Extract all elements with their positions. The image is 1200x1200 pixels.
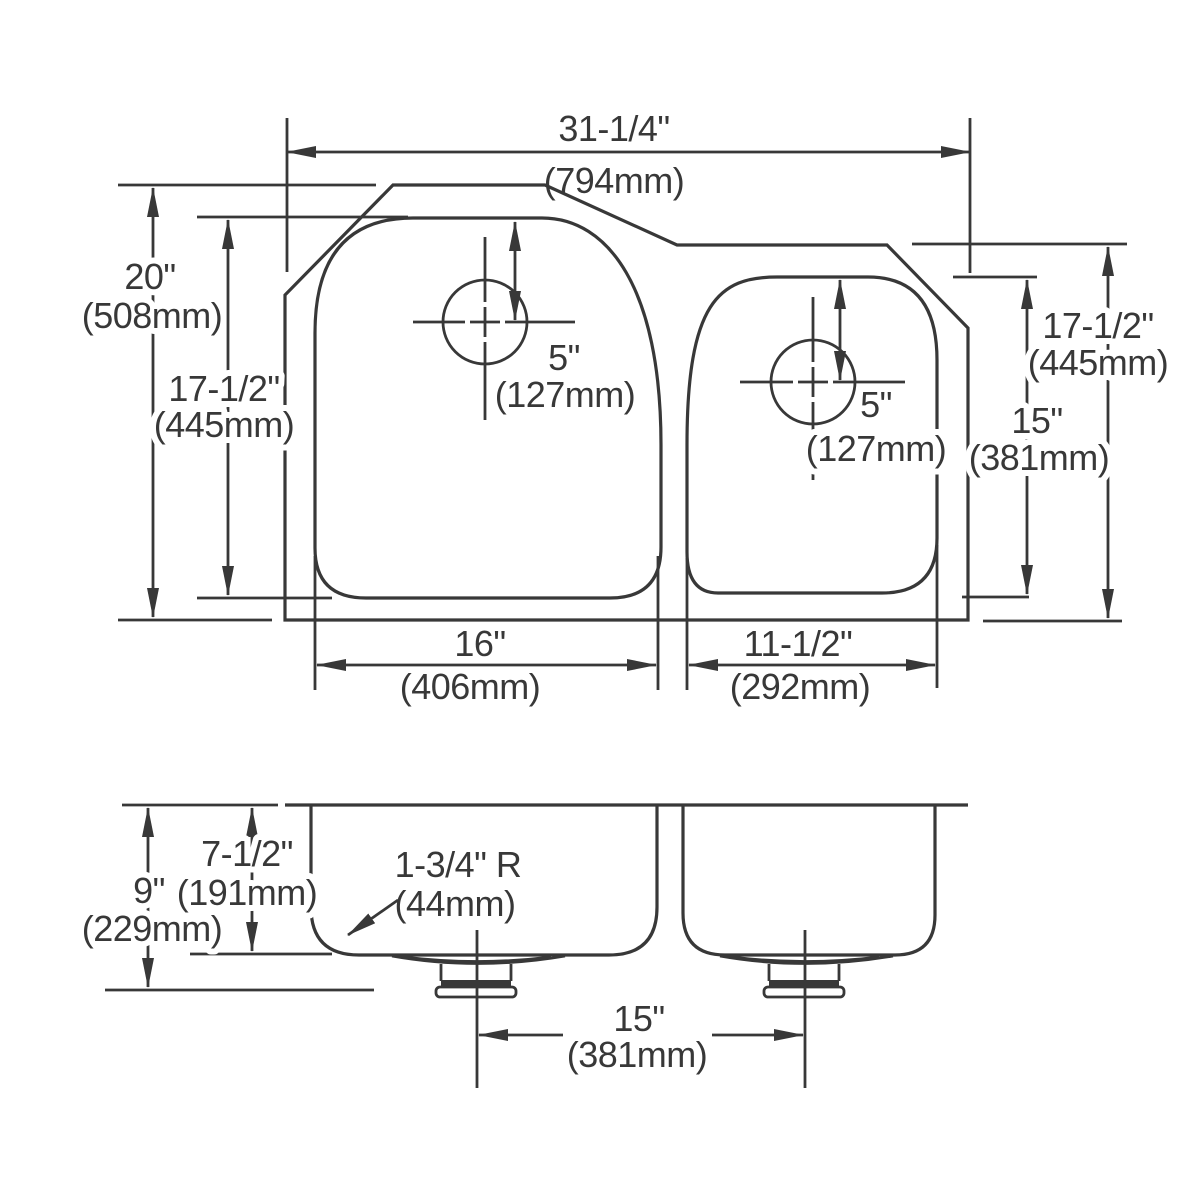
left-drain-fitting: [391, 954, 566, 999]
dim-bowl-depth-in: 7-1/2": [201, 833, 293, 874]
dim-left-drain-offset-in: 5": [548, 337, 580, 378]
side-view: 9" (229mm) 7-1/2" (191mm) 1-3/4" R (44mm…: [76, 803, 968, 1088]
dim-right-deck-front-to-back-mm: (445mm): [1028, 342, 1169, 383]
dim-bottom-radius-mm: (44mm): [395, 883, 516, 924]
plan-dimension-lines: [118, 118, 1127, 690]
side-right-bowl: [681, 805, 937, 957]
dim-left-bowl-front-to-back-mm: (445mm): [154, 404, 295, 445]
dim-bowl-depth-mm: (191mm): [177, 872, 318, 913]
dim-overall-front-to-back-mm: (508mm): [82, 295, 223, 336]
dim-overall-width-in: 31-1/4": [558, 108, 669, 149]
dim-overall-depth-mm: (229mm): [82, 908, 223, 949]
plan-left-bowl: [313, 216, 663, 600]
right-drain-mark: [740, 297, 905, 480]
dim-right-bowl-front-to-back-in: 15": [1011, 400, 1062, 441]
dim-right-bowl-width-in: 11-1/2": [744, 623, 853, 664]
side-left-bowl: [309, 805, 659, 957]
side-dimension-lines: [105, 807, 807, 1088]
dim-right-bowl-width-mm: (292mm): [730, 666, 871, 707]
plan-sink-outline: [283, 183, 970, 622]
dim-right-drain-offset-mm: (127mm): [806, 428, 947, 469]
plan-view: 31-1/4" (794mm) 20" (508mm) 17-1/2" (445…: [76, 108, 1175, 707]
dim-bottom-radius-in: 1-3/4" R: [395, 844, 522, 885]
dim-left-bowl-width-in: 16": [454, 623, 505, 664]
dim-drain-spacing-in: 15": [613, 998, 664, 1039]
dim-left-drain-offset-mm: (127mm): [495, 374, 636, 415]
dim-left-bowl-width-mm: (406mm): [400, 666, 541, 707]
dim-drain-spacing-mm: (381mm): [567, 1034, 708, 1075]
dim-right-drain-offset-in: 5": [860, 384, 892, 425]
dim-right-bowl-front-to-back-mm: (381mm): [969, 437, 1110, 478]
right-drain-fitting: [718, 954, 895, 999]
dim-right-deck-front-to-back-in: 17-1/2": [1042, 305, 1153, 346]
dim-left-bowl-front-to-back-in: 17-1/2": [168, 368, 279, 409]
dim-overall-depth-in: 9": [133, 870, 165, 911]
plan-right-bowl: [685, 275, 939, 595]
dim-overall-width-mm: (794mm): [544, 160, 685, 201]
left-drain-mark: [413, 237, 575, 420]
dim-overall-front-to-back-in: 20": [124, 256, 175, 297]
